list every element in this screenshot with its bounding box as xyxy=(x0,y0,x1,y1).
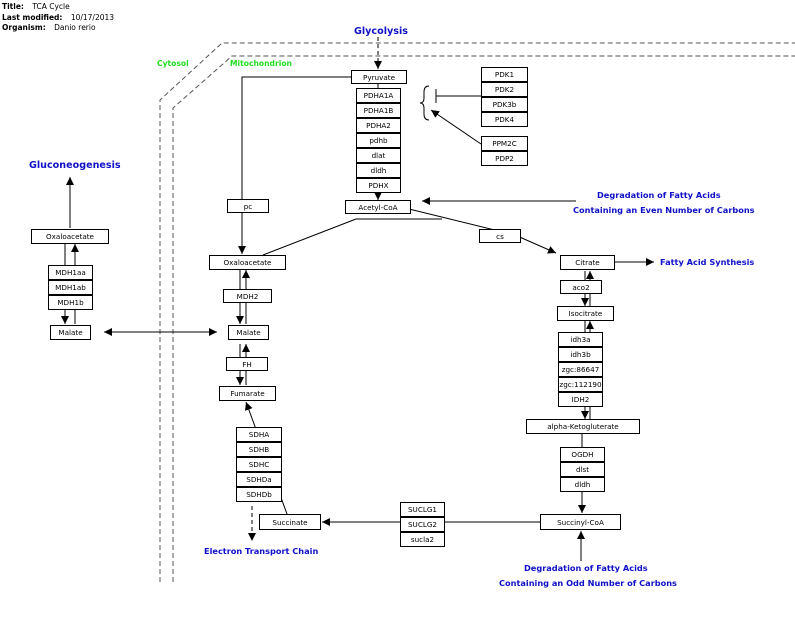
gene-pdk2[interactable]: PDK2 xyxy=(481,82,528,97)
title-row: Title: TCA Cycle xyxy=(2,2,114,13)
gene-pdk3b[interactable]: PDK3b xyxy=(481,97,528,112)
title-value: TCA Cycle xyxy=(32,2,70,11)
gene-dlat[interactable]: dlat xyxy=(356,148,401,163)
organism-label: Organism: xyxy=(2,23,46,32)
gene-cs[interactable]: cs xyxy=(479,229,521,243)
gene-mdh1b[interactable]: MDH1b xyxy=(48,295,93,310)
membrane-lines xyxy=(159,42,795,582)
gene-dlst[interactable]: dlst xyxy=(560,462,605,477)
title-label: Title: xyxy=(2,2,24,11)
acetyl-coa-node[interactable]: Acetyl-CoA xyxy=(345,200,411,214)
citrate-node[interactable]: Citrate xyxy=(560,255,615,270)
fa-odd-degradation-label-1: Degradation of Fatty Acids xyxy=(524,563,648,573)
cs-to-citrate xyxy=(514,234,557,254)
pdp-activation xyxy=(430,109,482,145)
gene-aco2[interactable]: aco2 xyxy=(560,280,602,294)
gene-pdk4[interactable]: PDK4 xyxy=(481,112,528,127)
gene-suclg1[interactable]: SUCLG1 xyxy=(400,502,445,517)
mitochondrion-label: Mitochondrion xyxy=(230,59,292,68)
header: Title: TCA Cycle Last modified: 10/17/20… xyxy=(2,2,114,34)
gene-pc[interactable]: pc xyxy=(227,199,269,213)
malate-cyto-node[interactable]: Malate xyxy=(50,325,91,340)
gene-pdhx[interactable]: PDHX xyxy=(356,178,401,193)
organism-value: Danio rerio xyxy=(54,23,96,32)
gene-ogdh[interactable]: OGDH xyxy=(560,447,605,462)
gene-sdhda[interactable]: SDHDa xyxy=(236,472,282,487)
gene-pdp2[interactable]: PDP2 xyxy=(481,151,528,166)
pyruvate-to-oxaloacetate xyxy=(238,76,351,254)
gene-sdhdb[interactable]: SDHDb xyxy=(236,487,282,502)
gene-mdh2[interactable]: MDH2 xyxy=(223,289,272,303)
succinyl-coa-node[interactable]: Succinyl-CoA xyxy=(540,514,621,530)
pyruvate-node[interactable]: Pyruvate xyxy=(351,70,407,84)
gene-pdha1b[interactable]: PDHA1B xyxy=(356,103,401,118)
gene-idh2[interactable]: IDH2 xyxy=(558,392,603,407)
gene-zgc86647[interactable]: zgc:86647 xyxy=(558,362,603,377)
cytosol-label: Cytosol xyxy=(157,59,189,68)
gene-ppm2c[interactable]: PPM2C xyxy=(481,136,528,151)
malate-mito-node[interactable]: Malate xyxy=(228,325,269,340)
gene-pdha2[interactable]: PDHA2 xyxy=(356,118,401,133)
gene-zgc112190[interactable]: zgc:112190 xyxy=(558,377,603,392)
gene-sdha[interactable]: SDHA xyxy=(236,427,282,442)
oxaloacetate-cyto-node[interactable]: Oxaloacetate xyxy=(31,229,109,244)
modified-row: Last modified: 10/17/2013 xyxy=(2,13,114,24)
fumarate-node[interactable]: Fumarate xyxy=(219,386,276,401)
gene-sdhc[interactable]: SDHC xyxy=(236,457,282,472)
gene-pdk1[interactable]: PDK1 xyxy=(481,67,528,82)
gene-pdhb[interactable]: pdhb xyxy=(356,133,401,148)
fa-even-degradation-label-2: Containing an Even Number of Carbons xyxy=(573,205,755,215)
glycolysis-label: Glycolysis xyxy=(354,26,408,37)
gene-fh[interactable]: FH xyxy=(226,357,268,371)
gene-idh3a[interactable]: idh3a xyxy=(558,332,603,347)
gene-dldh-ogdh[interactable]: dldh xyxy=(560,477,605,492)
regulation-brace xyxy=(419,85,430,121)
oxaloacetate-to-cs xyxy=(262,218,357,256)
oxaloacetate-mito-node[interactable]: Oxaloacetate xyxy=(209,255,286,270)
fa-even-degradation-label-1: Degradation of Fatty Acids xyxy=(597,190,721,200)
gluconeogenesis-label: Gluconeogenesis xyxy=(29,160,121,171)
gene-idh3b[interactable]: idh3b xyxy=(558,347,603,362)
etc-label: Electron Transport Chain xyxy=(204,546,319,556)
gene-sdhb[interactable]: SDHB xyxy=(236,442,282,457)
gene-suclg2[interactable]: SUCLG2 xyxy=(400,517,445,532)
gene-mdh1aa[interactable]: MDH1aa xyxy=(48,265,93,280)
cytosol-membrane-inner xyxy=(172,55,795,582)
organism-row: Organism: Danio rerio xyxy=(2,23,114,34)
gene-pdha1a[interactable]: PDHA1A xyxy=(356,88,401,103)
gene-dldh-pdh[interactable]: dldh xyxy=(356,163,401,178)
gene-sucla2[interactable]: sucla2 xyxy=(400,532,445,547)
gene-mdh1ab[interactable]: MDH1ab xyxy=(48,280,93,295)
fa-synthesis-label: Fatty Acid Synthesis xyxy=(660,257,755,267)
isocitrate-node[interactable]: Isocitrate xyxy=(557,306,614,321)
fa-odd-degradation-label-2: Containing an Odd Number of Carbons xyxy=(499,578,677,588)
cytosol-membrane-outer xyxy=(159,42,795,582)
modified-label: Last modified: xyxy=(2,12,63,22)
succinate-node[interactable]: Succinate xyxy=(259,514,321,530)
modified-value: 10/17/2013 xyxy=(70,12,115,22)
alpha-ketoglutarate-node[interactable]: alpha-Ketogluterate xyxy=(526,419,640,434)
